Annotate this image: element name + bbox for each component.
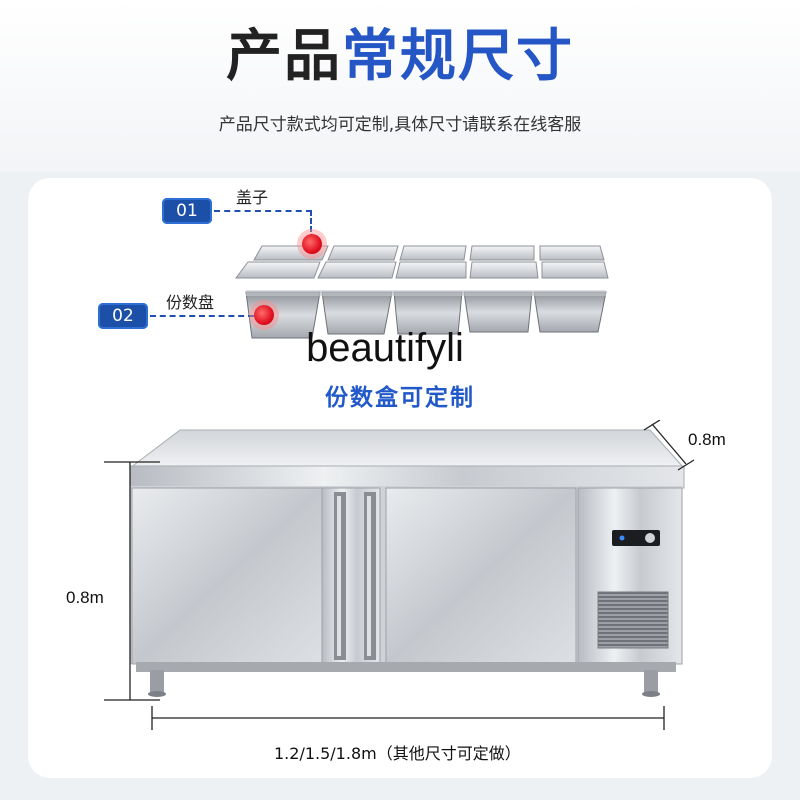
width-dimension: 1.2/1.5/1.8m（其他尺寸可定做） <box>274 744 521 763</box>
left-front-foot <box>150 670 164 694</box>
fridge-illustration <box>104 420 695 730</box>
height-dimension: 0.8m <box>66 588 104 607</box>
left-door <box>131 487 323 665</box>
cabinet-base <box>136 662 676 672</box>
page-title: 产品常规尺寸 <box>0 22 800 92</box>
worktop-edge <box>129 465 685 489</box>
lid-row-back <box>253 245 605 261</box>
lid-marker <box>302 234 322 254</box>
callout-label-lid: 盖子 <box>236 188 269 207</box>
pan-row <box>245 290 607 339</box>
lid-row-front <box>235 261 609 279</box>
callout-leader-01 <box>214 210 312 212</box>
title-part-1: 产品 <box>226 24 342 89</box>
title-part-2: 常规尺寸 <box>342 24 574 89</box>
right-front-foot <box>644 670 658 694</box>
callout-leader-01-vertical <box>310 210 312 240</box>
dimension-lines <box>104 420 695 730</box>
brand-watermark: beautifyli <box>306 326 464 370</box>
pan-marker <box>254 305 274 325</box>
pans-illustration <box>235 245 609 339</box>
customizable-caption: 份数盒可定制 <box>325 385 475 411</box>
page-subtitle: 产品尺寸款式均可定制,具体尺寸请联系在线客服 <box>218 115 582 135</box>
callout-label-pan: 份数盘 <box>166 293 215 312</box>
right-door <box>385 487 577 665</box>
depth-dimension: 0.8m <box>688 430 726 449</box>
vent-grille <box>597 591 669 649</box>
callout-leader-02 <box>150 315 254 317</box>
callout-number-02: 02 <box>98 303 148 329</box>
worktop <box>128 429 686 469</box>
header-panel <box>0 0 800 172</box>
callout-number-01: 01 <box>162 198 212 224</box>
